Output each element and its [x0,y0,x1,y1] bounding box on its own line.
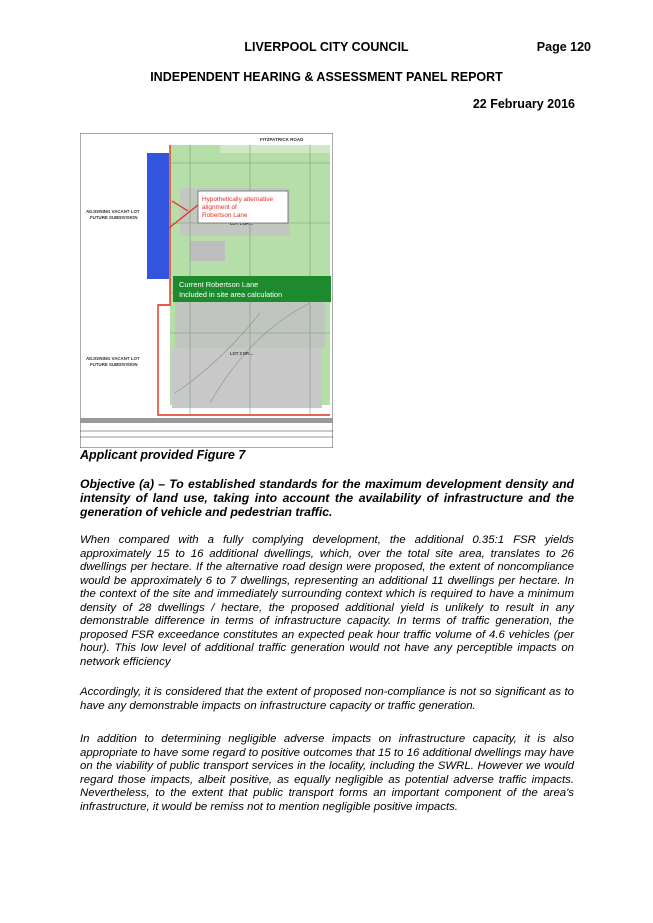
page-number: Page 120 [536,40,591,54]
adjoining-lot-upper-line1: ADJOINING VACANT LOT [86,209,140,214]
paragraph-public-transport: In addition to determining negligible ad… [80,733,574,813]
lot-label-1: LOT 1 DP.... [230,221,253,226]
hypothetical-lane-strip [147,153,169,279]
objective-heading: Objective (a) – To established standards… [80,477,574,520]
site-plan-drawing: FITZPATRICK ROAD ADJOINING VACANT LOT FU… [80,133,333,448]
current-lane-callout-box [173,276,331,302]
hypothetical-callout-line3: Robertson Lane [202,212,248,219]
adjoining-lot-lower-line2: FUTURE SUBDIVISION [90,362,138,367]
report-date: 22 February 2016 [472,97,575,111]
figure-caption: Applicant provided Figure 7 [80,448,246,462]
adjoining-lot-lower-line1: ADJOINING VACANT LOT [86,356,140,361]
top-road-label: FITZPATRICK ROAD [260,137,304,142]
current-lane-callout-line2: Included in site area calculation [179,290,282,299]
council-name: LIVERPOOL CITY COUNCIL [244,40,409,54]
current-lane-callout-line1: Current Robertson Lane [179,280,258,289]
adjoining-lot-upper-line2: FUTURE SUBDIVISION [90,215,138,220]
lot-label-2: LOT 2 DP.... [230,351,253,356]
report-title: INDEPENDENT HEARING & ASSESSMENT PANEL R… [150,70,503,84]
hypothetical-callout-box [197,190,289,224]
hypothetical-callout-line2: alignment of [202,204,237,211]
paragraph-conclusion: Accordingly, it is considered that the e… [80,686,574,712]
paragraph-density-analysis: When compared with a fully complying dev… [80,534,574,668]
hypothetical-callout-line1: Hypothetically alternative [202,196,273,203]
site-plan-figure: FITZPATRICK ROAD ADJOINING VACANT LOT FU… [80,133,333,448]
